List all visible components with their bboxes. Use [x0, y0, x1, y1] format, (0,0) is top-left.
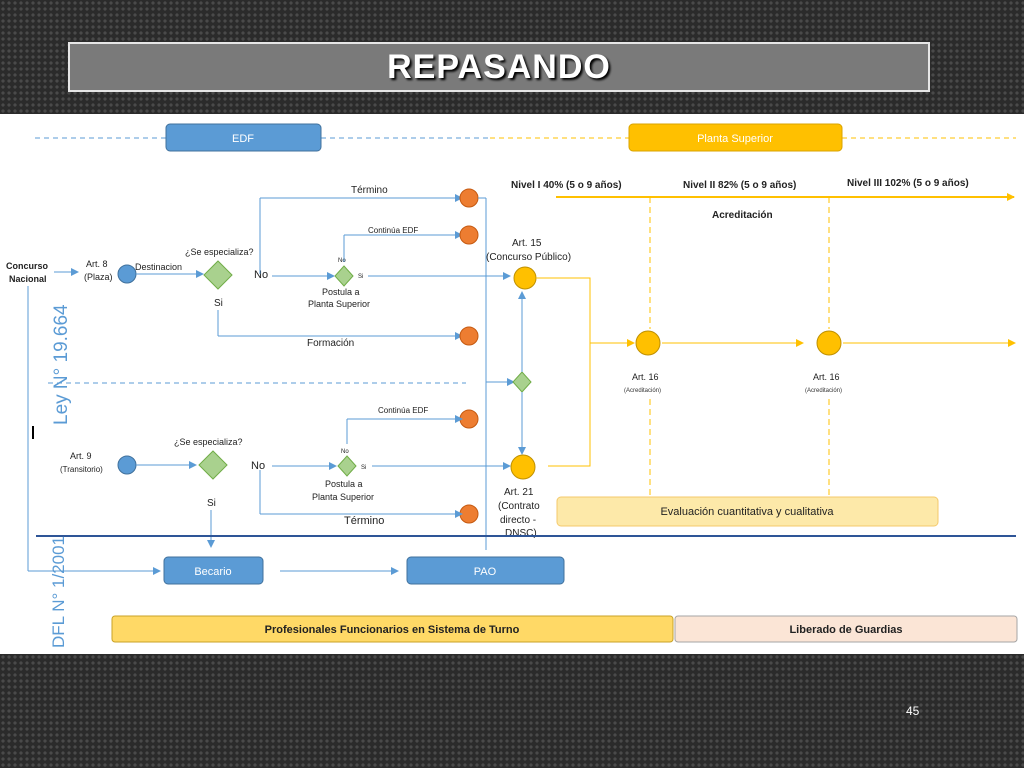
liberado-label: Liberado de Guardias	[789, 624, 902, 636]
art8-label: (Plaza)	[84, 272, 113, 282]
art15-node	[513, 266, 537, 290]
art21-label: Art. 21	[504, 487, 534, 498]
art16a-label: Art. 16	[632, 372, 659, 382]
postula-diamond	[334, 265, 354, 287]
planta-superior-label: Planta Superior	[697, 133, 773, 145]
art16b-sublabel: (Acreditación)	[805, 388, 842, 394]
concurso-label: Concurso	[6, 261, 49, 271]
evaluacion-box: Evaluación cuantitativa y cualitativa	[556, 496, 939, 527]
art9-node	[117, 455, 137, 475]
evaluacion-label: Evaluación cuantitativa y cualitativa	[660, 506, 834, 518]
continua-edf-label: Continúa EDF	[378, 406, 428, 415]
postula-label: Planta Superior	[312, 492, 374, 502]
concurso-label: Nacional	[9, 274, 47, 284]
art16b-label: Art. 16	[813, 372, 840, 382]
page-number: 45	[906, 704, 920, 718]
flow-diagram: EDF Planta Superior Nivel I 40% (5 o 9 a…	[6, 123, 1018, 648]
edf-box: EDF	[165, 123, 322, 152]
postula-label: Planta Superior	[308, 299, 370, 309]
formacion-node	[459, 326, 479, 346]
art16a-sublabel: (Acreditación)	[624, 388, 661, 394]
nivel3-label: Nivel III 102% (5 o 9 años)	[847, 178, 969, 189]
nivel2-label: Nivel II 82% (5 o 9 años)	[683, 180, 796, 191]
acreditacion-label: Acreditación	[712, 210, 773, 221]
art16a-node	[635, 330, 661, 356]
art15-label: Art. 15	[512, 238, 542, 249]
continua-edf-node	[459, 409, 479, 429]
no-small-label: No	[338, 258, 346, 264]
profesionales-label: Profesionales Funcionarios en Sistema de…	[265, 624, 520, 636]
decision-diamond	[198, 450, 228, 480]
no-label: No	[251, 460, 265, 472]
no-label: No	[254, 269, 268, 281]
becario-box: Becario	[163, 556, 264, 585]
art21-label: DNSC)	[505, 528, 537, 539]
art8-label: Art. 8	[86, 259, 108, 269]
si-label: Si	[214, 298, 223, 309]
art21-node	[510, 454, 536, 480]
pao-label: PAO	[474, 566, 497, 578]
continua-edf-node	[459, 225, 479, 245]
art9-label: Art. 9	[70, 451, 92, 461]
liberado-bar: Liberado de Guardias	[674, 615, 1018, 643]
ley-label: Ley N° 19.664	[51, 304, 72, 425]
si-label: Si	[207, 498, 216, 509]
becario-label: Becario	[194, 566, 231, 578]
art21-label: (Contrato	[498, 501, 540, 512]
postula-diamond	[337, 455, 357, 477]
title-bar: REPASANDO	[68, 42, 930, 92]
art16b-node	[816, 330, 842, 356]
termino-node	[459, 504, 479, 524]
yellow-line	[536, 277, 591, 467]
destinacion-label: Destinacion	[135, 262, 182, 272]
termino-node	[459, 188, 479, 208]
continua-edf-label: Continúa EDF	[368, 226, 418, 235]
pao-box: PAO	[406, 556, 565, 585]
profesionales-bar: Profesionales Funcionarios en Sistema de…	[111, 615, 674, 643]
si-small-label: Si	[358, 274, 363, 280]
si-small-label: Si	[361, 465, 366, 471]
termino-label: Término	[351, 185, 388, 196]
dfl-label: DFL N° 1/2001	[49, 536, 68, 648]
art8-node	[117, 264, 137, 284]
art21-label: directo -	[500, 515, 536, 526]
nivel1-label: Nivel I 40% (5 o 9 años)	[511, 180, 622, 191]
art15-label: (Concurso Público)	[486, 252, 571, 263]
decision-label: ¿Se especializa?	[174, 437, 243, 447]
junction-diamond	[512, 371, 532, 393]
art9-label: (Transitorio)	[60, 465, 103, 474]
decision-label: ¿Se especializa?	[185, 247, 254, 257]
decision-diamond	[203, 260, 233, 290]
postula-label: Postula a	[325, 479, 363, 489]
planta-superior-box: Planta Superior	[628, 123, 843, 152]
postula-label: Postula a	[322, 287, 360, 297]
diagram-canvas: EDF Planta Superior Nivel I 40% (5 o 9 a…	[0, 114, 1024, 654]
termino-label: Término	[344, 515, 384, 527]
page-title: REPASANDO	[387, 47, 611, 86]
no-small-label: No	[341, 449, 349, 455]
edf-label: EDF	[232, 133, 254, 145]
formacion-label: Formación	[307, 338, 354, 349]
